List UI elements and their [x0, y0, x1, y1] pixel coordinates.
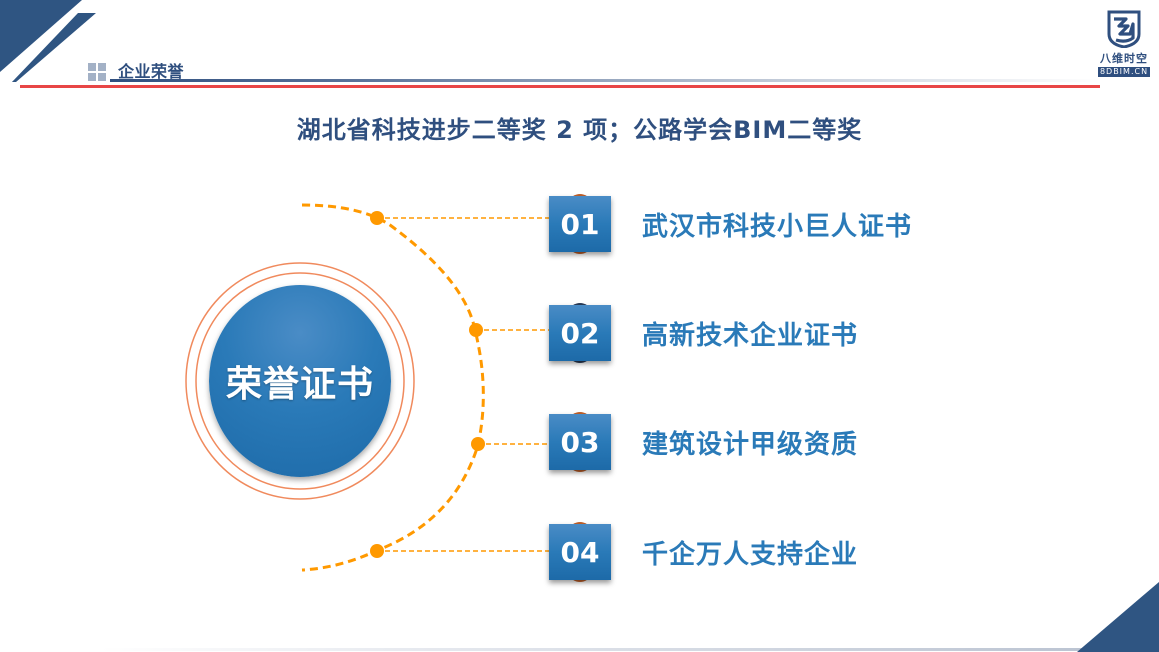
- item-number-badge: 01: [549, 196, 611, 252]
- honor-item-1: 01 武汉市科技小巨人证书: [549, 194, 913, 254]
- footer-divider: [100, 648, 1159, 651]
- connector-dot-3: [471, 437, 485, 451]
- corner-decoration-top-left: [0, 0, 96, 82]
- connector-dot-2: [469, 323, 483, 337]
- honor-item-3: 03 建筑设计甲级资质: [549, 412, 859, 472]
- connector-dot-1: [370, 211, 384, 225]
- item-label: 千企万人支持企业: [642, 539, 859, 570]
- section-header: 企业荣誉: [88, 56, 184, 82]
- connector-dot-4: [370, 544, 384, 558]
- header-divider-blue: [110, 79, 1100, 82]
- company-logo: 八维时空 8DBIM.CN: [1092, 10, 1156, 77]
- item-label: 建筑设计甲级资质: [642, 429, 859, 460]
- corner-decoration-bottom-right: [1077, 582, 1159, 652]
- item-number-badge: 02: [549, 305, 611, 361]
- header-divider-red: [20, 85, 1100, 88]
- center-label: 荣誉证书: [225, 364, 374, 405]
- logo-name: 八维时空: [1100, 52, 1148, 65]
- item-number-badge: 03: [549, 414, 611, 470]
- item-label: 武汉市科技小巨人证书: [642, 211, 913, 242]
- bdbim-logo-icon: [1107, 10, 1141, 48]
- grid-icon: [88, 63, 106, 81]
- honor-item-2: 02 高新技术企业证书: [549, 303, 859, 363]
- honor-item-4: 04 千企万人支持企业: [549, 522, 859, 582]
- headline: 湖北省科技进步二等奖 2 项；公路学会BIM二等奖: [296, 116, 863, 144]
- logo-domain: 8DBIM.CN: [1097, 67, 1151, 77]
- item-label: 高新技术企业证书: [642, 320, 859, 351]
- section-title: 企业荣誉: [118, 62, 185, 81]
- item-number-badge: 04: [549, 524, 611, 580]
- center-circle: 荣誉证书: [209, 285, 391, 477]
